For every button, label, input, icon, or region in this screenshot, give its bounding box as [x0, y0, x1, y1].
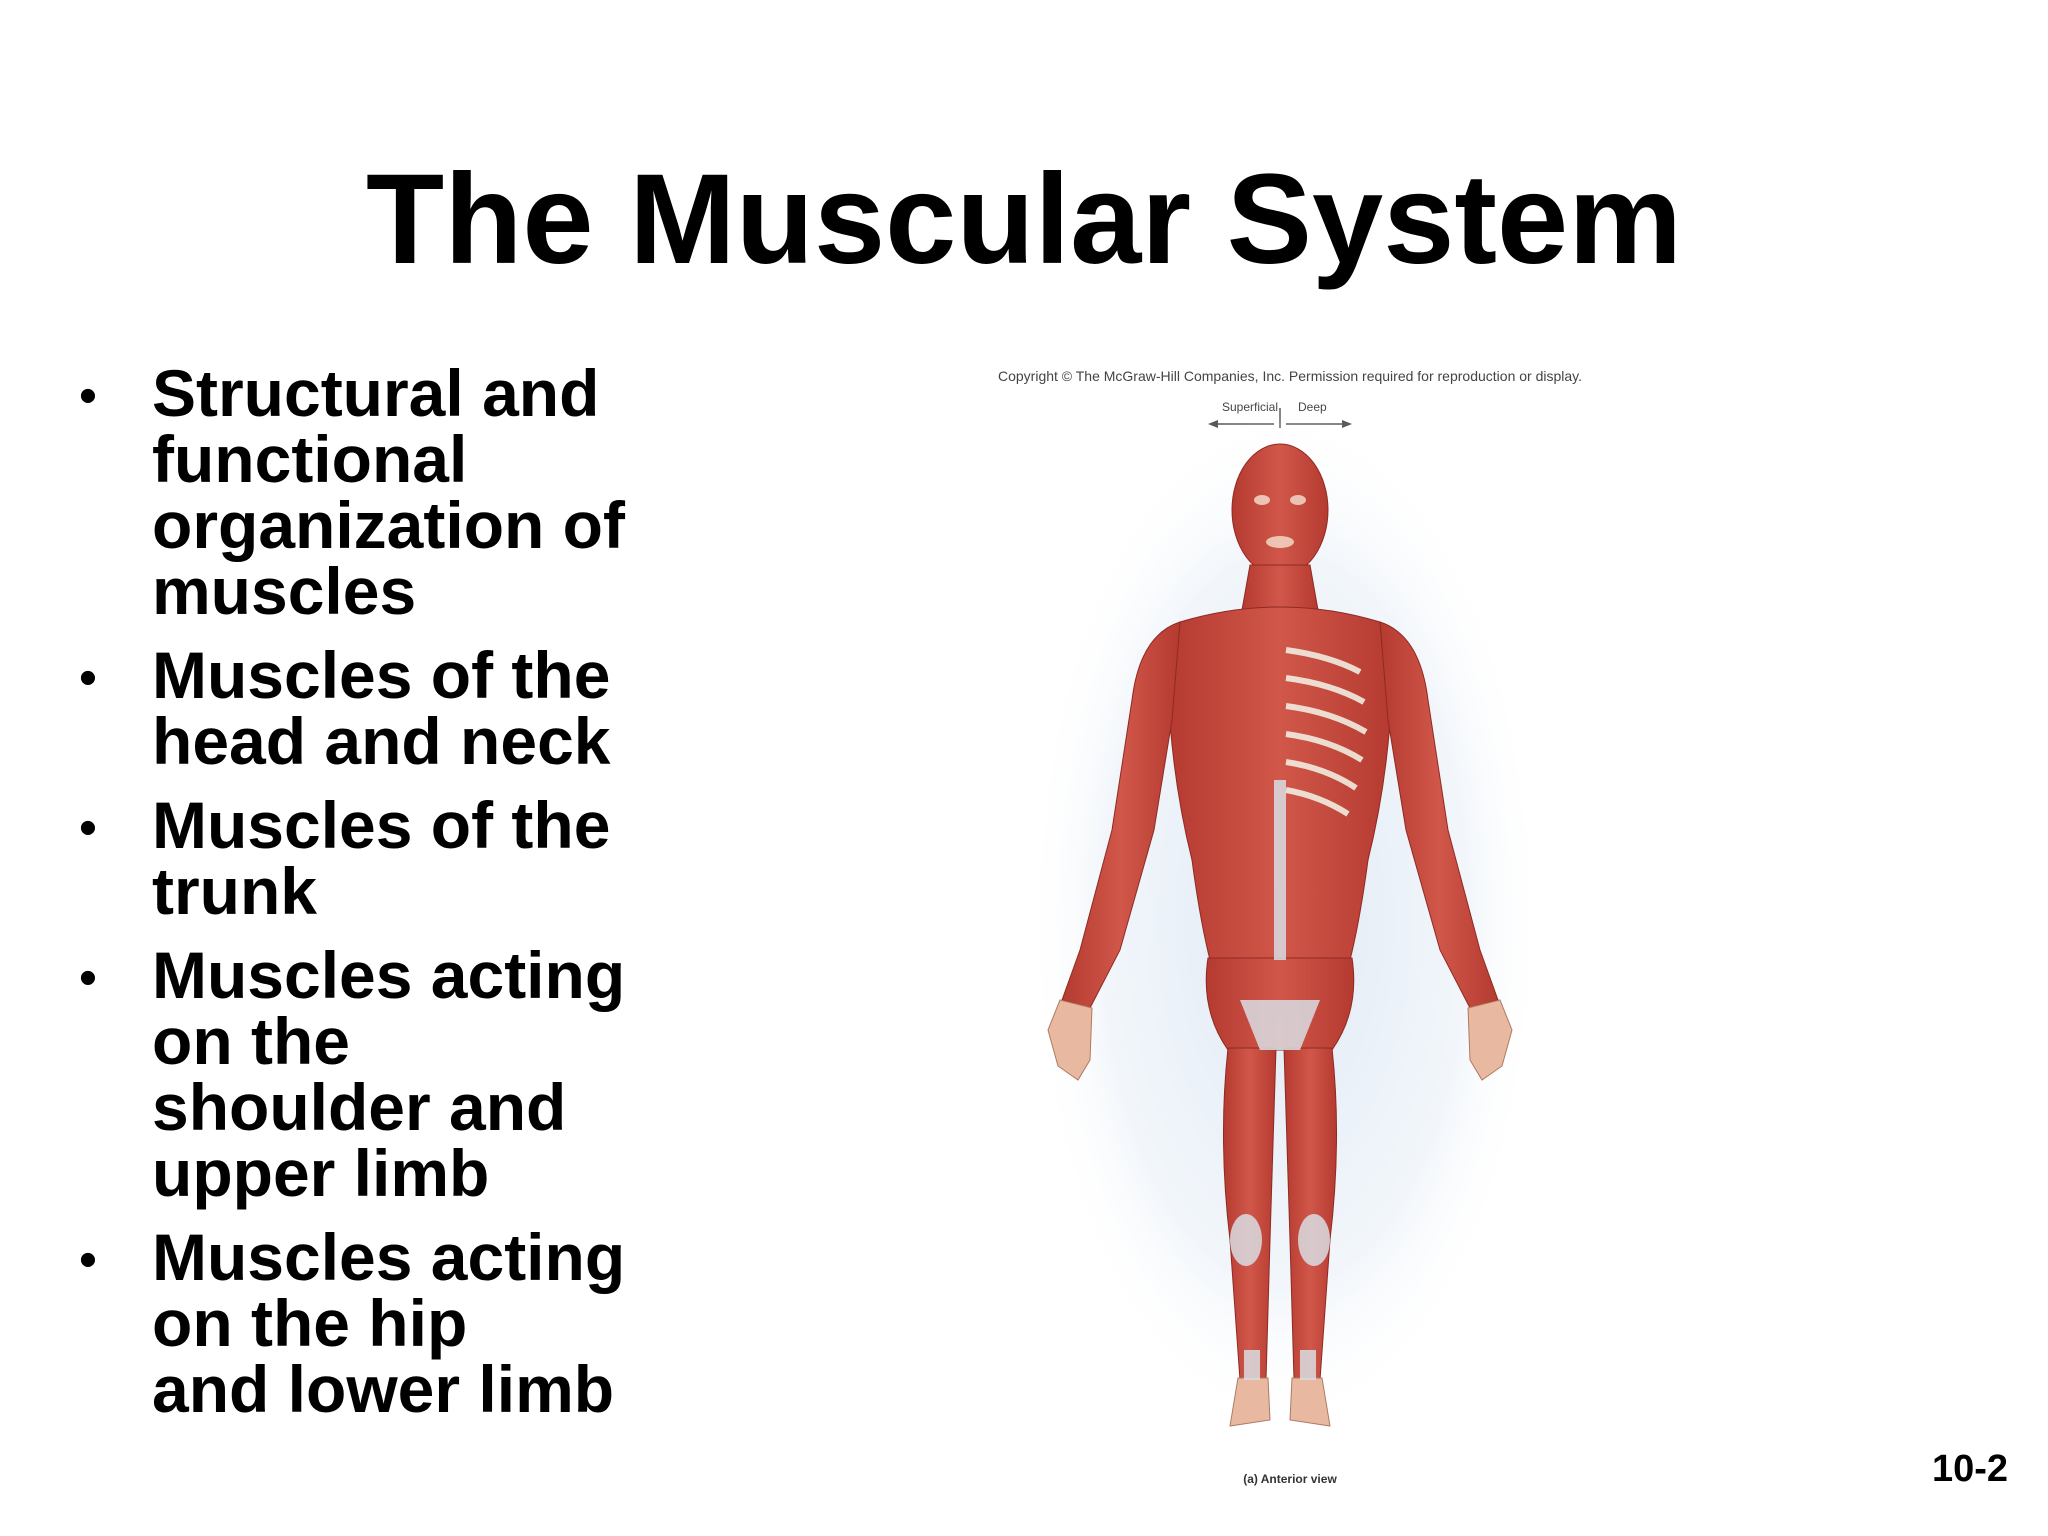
bullet-marker: • [78, 799, 98, 857]
figure-caption: (a) Anterior view [1243, 1472, 1337, 1486]
bullet-marker: • [78, 1231, 98, 1289]
bullet-item: • Muscles of the head and neck [68, 642, 708, 774]
bullet-text: Muscles of the head and neck [152, 638, 611, 778]
face [1254, 495, 1306, 548]
hands [1047, 999, 1513, 1081]
bullet-text: Muscles acting on the shoulder and upper… [152, 938, 626, 1210]
muscular-system-figure: Copyright © The McGraw-Hill Companies, I… [940, 360, 1640, 1510]
bullet-item: • Muscles acting on the shoulder and upp… [68, 942, 708, 1206]
bullet-text: Muscles of the trunk [152, 788, 611, 928]
bullet-item: • Muscles acting on the hip and lower li… [68, 1224, 708, 1422]
bullet-marker: • [78, 949, 98, 1007]
bullet-text: Muscles acting on the hip and lower limb [152, 1220, 626, 1426]
bullet-item: • Structural and functional organization… [68, 360, 708, 624]
ribcage [1285, 647, 1368, 817]
bullet-marker: • [78, 649, 98, 707]
anatomy-illustration [1025, 400, 1545, 1440]
tendons [1230, 780, 1330, 1380]
bullet-item: • Muscles of the trunk [68, 792, 708, 924]
figure-copyright: Copyright © The McGraw-Hill Companies, I… [997, 368, 1583, 384]
bullet-list: • Structural and functional organization… [68, 360, 708, 1440]
slide-number: 10-2 [1931, 1448, 2008, 1490]
bullet-text: Structural and functional organization o… [152, 356, 625, 628]
bullet-marker: • [78, 367, 98, 425]
feet [1229, 1377, 1331, 1427]
slide-title: The Muscular System [366, 148, 1682, 291]
